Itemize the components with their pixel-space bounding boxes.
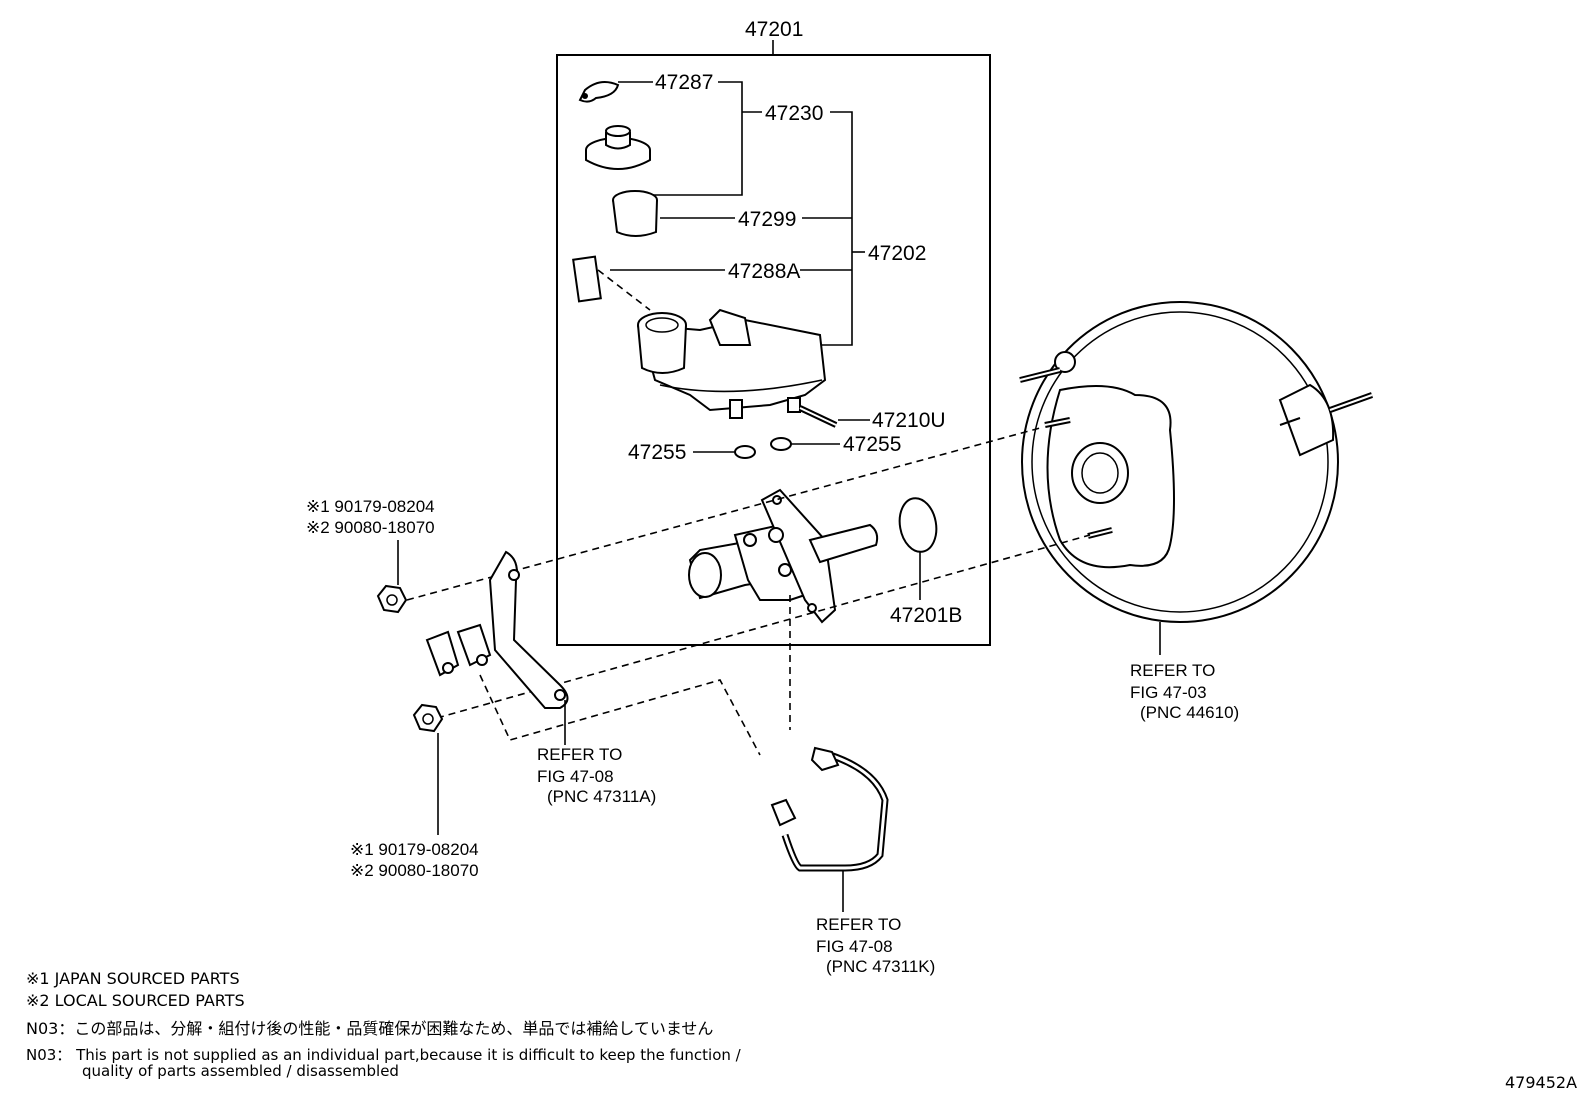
booster-ref-line2: FIG 47-03 <box>1130 683 1207 702</box>
figure-id: 479452A <box>1505 1073 1577 1092</box>
label-47288A: 47288A <box>728 260 800 283</box>
grommet-left <box>734 445 756 459</box>
o-ring <box>898 497 938 553</box>
label-47255-left: 47255 <box>628 441 686 464</box>
cap-retainer-47287 <box>578 80 620 103</box>
note-n03-japanese: N03：この部品は、分解・組付け後の性能・品質確保が困難なため、単品では補給して… <box>26 1019 713 1038</box>
brake-booster <box>1019 301 1374 623</box>
grommet-right <box>770 437 792 451</box>
label-47201B: 47201B <box>890 604 962 627</box>
label-47287: 47287 <box>655 71 713 94</box>
tube-ref-line3: (PNC 47311K) <box>826 957 935 976</box>
reservoir-cap <box>585 125 651 170</box>
reservoir-tank <box>637 308 827 419</box>
spacer-blocks <box>425 623 492 677</box>
label-47210U: 47210U <box>872 409 946 432</box>
bracket-ref-line1: REFER TO <box>537 745 622 764</box>
label-47201: 47201 <box>745 18 803 41</box>
nut-lower <box>412 703 444 733</box>
nut-lower-line1: ※1 90179-08204 <box>350 840 479 859</box>
label-47299: 47299 <box>738 208 796 231</box>
reservoir-strainer <box>612 190 658 237</box>
booster-ref-line1: REFER TO <box>1130 661 1215 680</box>
bracket-ref-line2: FIG 47-08 <box>537 767 614 786</box>
note-local-sourced: ※2 LOCAL SOURCED PARTS <box>26 991 245 1010</box>
label-47255-right: 47255 <box>843 433 901 456</box>
tube-ref-line1: REFER TO <box>816 915 901 934</box>
nut-lower-line2: ※2 90080-18070 <box>350 861 479 880</box>
nut-upper-line2: ※2 90080-18070 <box>306 518 435 537</box>
brake-tube <box>770 746 889 872</box>
nut-upper <box>376 584 408 614</box>
note-japan-sourced: ※1 JAPAN SOURCED PARTS <box>26 969 240 988</box>
note-n03-english-1: N03： This part is not supplied as an ind… <box>26 1046 742 1064</box>
tube-ref-line2: FIG 47-08 <box>816 937 893 956</box>
note-n03-english-2: quality of parts assembled / disassemble… <box>82 1062 399 1080</box>
bracket <box>488 550 569 709</box>
label-47202: 47202 <box>868 242 926 265</box>
booster-ref-line3: (PNC 44610) <box>1140 703 1239 722</box>
master-cylinder <box>688 488 879 624</box>
nut-upper-line1: ※1 90179-08204 <box>306 497 435 516</box>
bracket-ref-line3: (PNC 47311A) <box>547 787 656 806</box>
caution-plate <box>572 255 602 303</box>
label-47230: 47230 <box>765 102 823 125</box>
